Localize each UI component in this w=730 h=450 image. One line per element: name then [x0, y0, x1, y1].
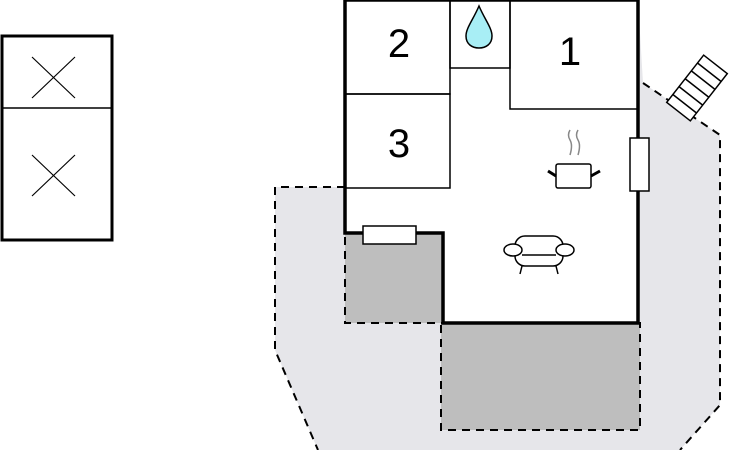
bed-cross-icon: [31, 56, 76, 197]
room-1: [509, 0, 639, 110]
room-label-3: 3: [388, 122, 410, 166]
house: [343, 0, 640, 325]
stairs-icon: [665, 54, 729, 122]
covered-patio-bottom: [440, 322, 641, 431]
water-drop-icon: [465, 4, 493, 49]
room-label-2: 2: [388, 22, 410, 66]
window-right: [629, 137, 650, 192]
room-label-1: 1: [559, 30, 581, 74]
armchair-icon: [503, 235, 575, 275]
covered-patio-left: [344, 232, 444, 324]
cooking-pot-icon: [547, 129, 601, 189]
room-3: [344, 93, 451, 189]
terrace-border: [274, 186, 345, 450]
window-left: [362, 225, 417, 245]
outbuilding: [0, 34, 114, 242]
